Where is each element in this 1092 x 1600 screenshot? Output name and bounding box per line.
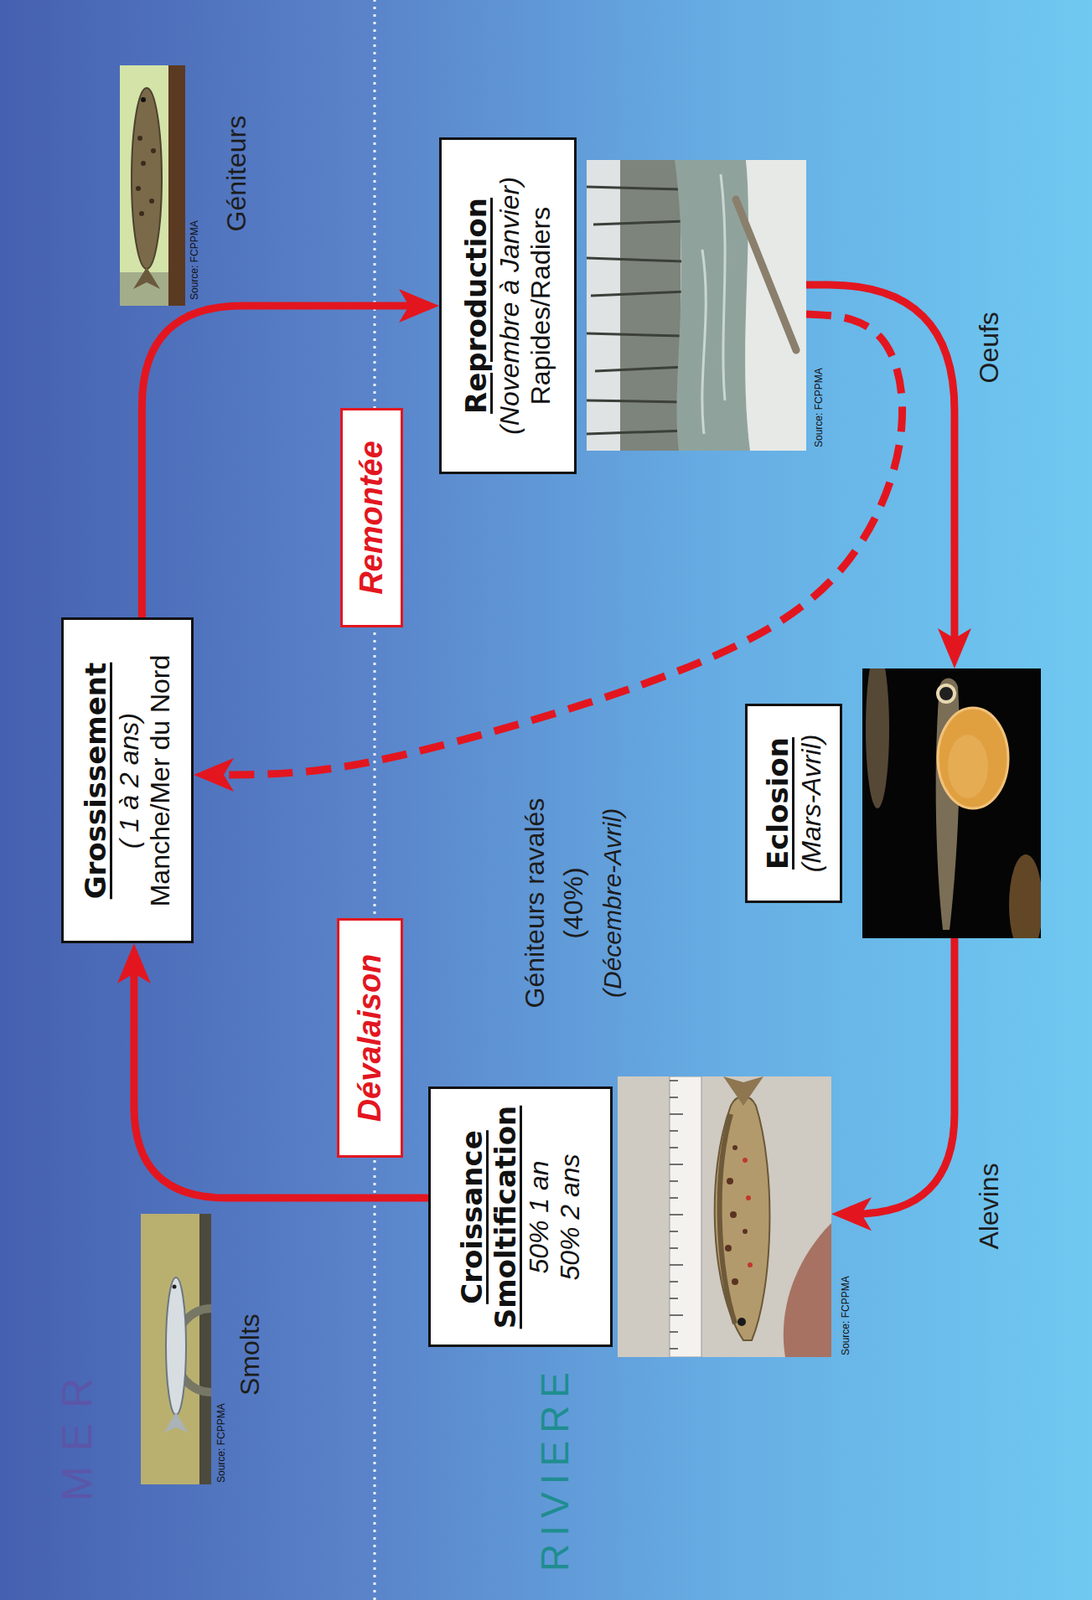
box-heading: Reproduction	[459, 197, 493, 415]
stage-label: Oeufs	[969, 311, 1009, 383]
stage-photo	[586, 160, 807, 452]
tag-frame: Remontée	[340, 408, 404, 628]
photo-credit: Source: FCPPMA	[215, 1403, 228, 1484]
box-heading: Eclosion	[760, 737, 795, 870]
stage-photo	[862, 668, 1041, 939]
zone-name: MER	[56, 1363, 99, 1502]
stage-box: Grossissement( 1 à 2 ans)Manche/Mer du N…	[61, 618, 194, 945]
trout-spots	[135, 135, 156, 217]
photo-credit: Source: FCPPMA	[188, 220, 201, 301]
stage-box: Eclosion(Mars-Avril)	[745, 668, 1041, 939]
box-text: Manche/Mer du Nord	[144, 655, 176, 908]
trout-body	[131, 87, 162, 270]
box-heading: Remontée	[353, 440, 390, 596]
box-heading: Dévalaison	[351, 954, 389, 1124]
box-text: 50% 1 an	[523, 1160, 555, 1274]
tank-edge	[199, 1214, 212, 1486]
box-text: ( 1 à 2 ans)	[113, 713, 145, 849]
box-text: (Novembre à Janvier)	[494, 176, 526, 435]
migration-tag: Dévalaison	[336, 918, 404, 1159]
smolt-fish	[165, 1278, 187, 1416]
box-frame: Eclosion(Mars-Avril)	[745, 703, 843, 904]
box-text: (Mars-Avril)	[796, 734, 828, 874]
smolt-tail	[164, 1412, 188, 1434]
stage-photo	[862, 668, 1041, 939]
photo-ground	[140, 1214, 212, 1486]
box-text: 50% 2 ans	[554, 1154, 586, 1281]
photo-ground	[119, 65, 186, 306]
tag-frame: Dévalaison	[336, 918, 404, 1159]
period-note: (Décembre-Avril)	[593, 808, 632, 999]
stage-photo	[617, 1077, 832, 1359]
zone-name: RIVIERE	[535, 1365, 575, 1573]
trout-tail	[133, 267, 161, 290]
box-text: Rapides/Radiers	[525, 207, 557, 406]
stage-box: Croissance Smoltification50% 1 an50% 2 a…	[428, 1077, 832, 1359]
box-frame: Reproduction(Novembre à Janvier)Rapides/…	[439, 137, 577, 475]
cycle-arrow	[141, 305, 423, 618]
stage-label: Smolts	[230, 1314, 270, 1397]
stage-label: Géniteurs ravalés (40%)	[515, 794, 593, 1013]
cycle-arrow	[848, 938, 955, 1215]
stage-label: Géniteurs	[217, 115, 256, 233]
smolt-eye	[172, 1285, 177, 1290]
box-heading: Grossissement	[78, 662, 113, 901]
stage-photo	[617, 1077, 832, 1359]
sea-river-boundary	[373, 0, 377, 1600]
box-frame: Croissance Smoltification50% 1 an50% 2 a…	[428, 1087, 613, 1349]
photo-credit: Source: FCPPMA	[839, 1276, 852, 1356]
migration-tag: Remontée	[340, 408, 404, 628]
photo-credit: Source: FCPPMA	[812, 367, 825, 448]
stage-photo	[586, 160, 807, 452]
box-frame: Grossissement( 1 à 2 ans)Manche/Mer du N…	[61, 618, 194, 945]
stage-box: Reproduction(Novembre à Janvier)Rapides/…	[439, 137, 807, 475]
smolt-photo	[140, 1214, 212, 1486]
trout-eye	[140, 97, 146, 103]
spawner-photo	[119, 65, 186, 306]
tank-frame	[168, 65, 186, 306]
box-heading: Croissance Smoltification	[455, 1106, 523, 1331]
stage-label: Alevins	[969, 1163, 1009, 1250]
